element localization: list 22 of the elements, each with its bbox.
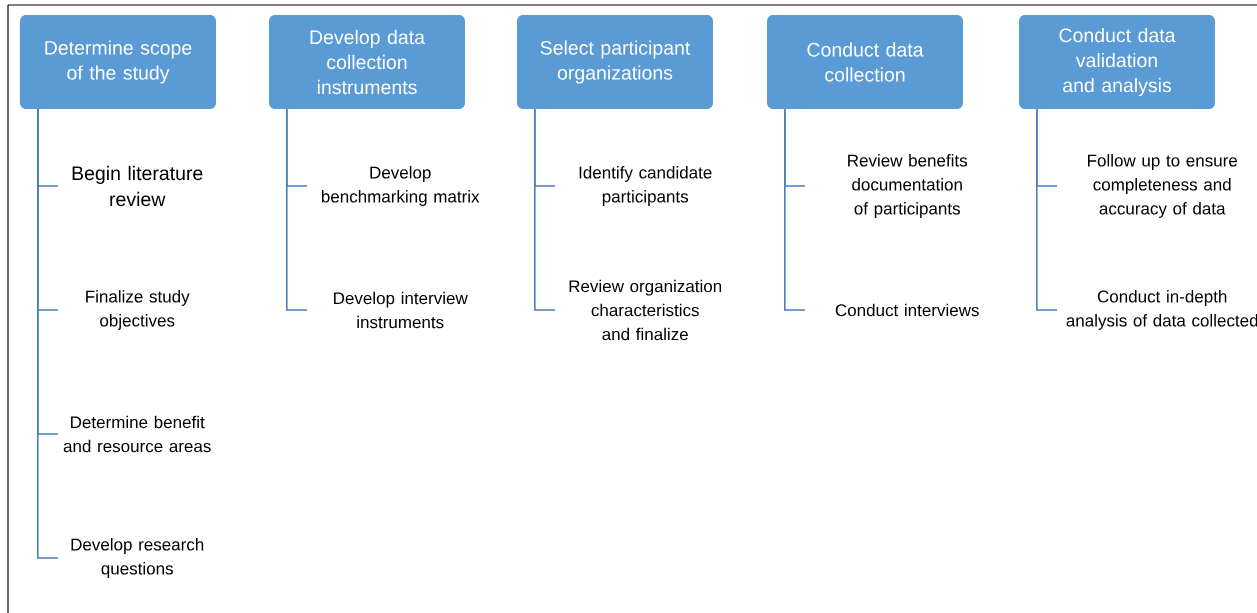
- task-text: Review organization characteristics and finalize: [569, 279, 722, 341]
- task-text: Develop research questions: [71, 538, 204, 578]
- connector-line: [534, 108, 556, 311]
- task-text: Conduct in-depth analysis of data collected: [1066, 290, 1257, 330]
- step-box: Select participant organizations: [517, 15, 713, 109]
- step-box: Conduct data collection: [767, 15, 963, 109]
- connector-line: [784, 108, 806, 311]
- connector-line: [286, 108, 308, 311]
- task-text: Conduct interviews: [835, 303, 979, 317]
- step-box: Develop data collection instruments: [269, 15, 465, 109]
- task-text: Finalize study objectives: [86, 290, 190, 330]
- connector-line: [1036, 108, 1058, 311]
- task-text: Determine benefit and resource areas: [63, 415, 211, 453]
- task-text: Review benefits documentation of participants: [848, 154, 968, 218]
- task-text: Identify candidate participants: [579, 166, 712, 206]
- task-text: Develop benchmarking matrix: [321, 166, 480, 206]
- task-text: Develop interview instruments: [334, 291, 468, 329]
- task-text: Begin literature review: [72, 165, 203, 207]
- task-text: Follow up to ensure completeness and accuracy of data: [1088, 154, 1237, 218]
- connector-line: [37, 108, 59, 559]
- step-box: Determine scope of the study: [20, 15, 216, 109]
- step-box: Conduct data validation and analysis: [1019, 15, 1215, 109]
